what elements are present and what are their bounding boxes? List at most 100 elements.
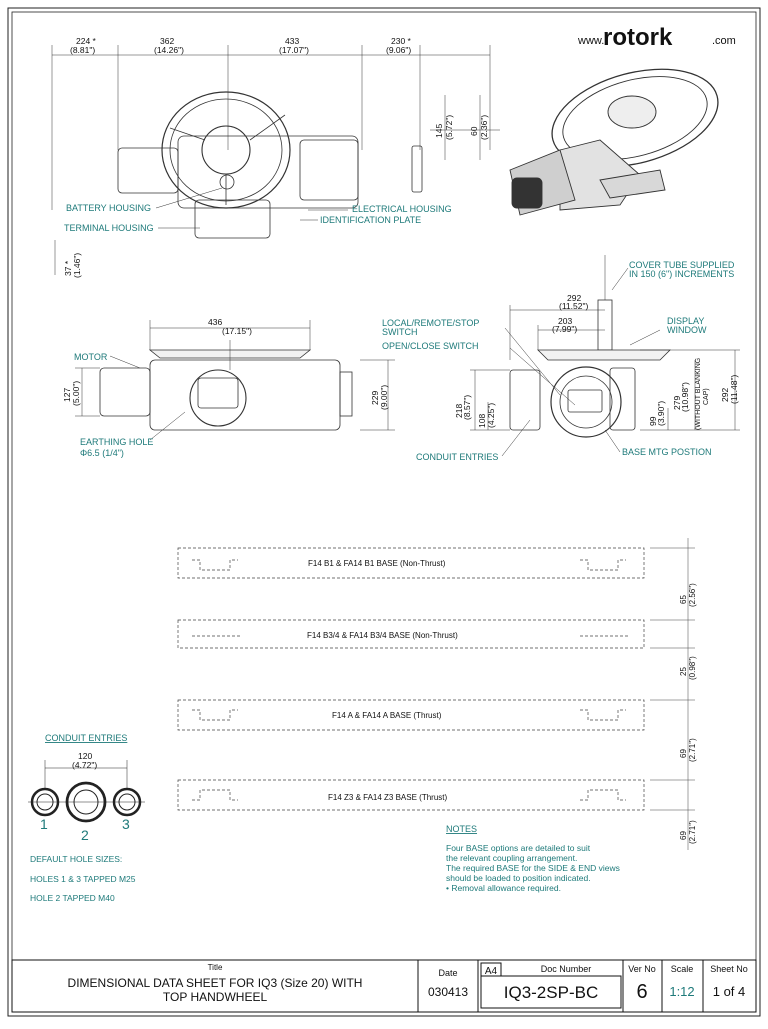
dim-292: 292 xyxy=(567,293,581,303)
sheet-label: Sheet No xyxy=(710,964,748,974)
logo-suffix: .com xyxy=(712,35,736,47)
dim-292-end: 292 xyxy=(720,388,730,402)
label-base-mtg: BASE MTG POSTION xyxy=(622,447,712,457)
base-dim-69b: 69 xyxy=(679,831,688,840)
date-label: Date xyxy=(438,968,457,978)
logo-prefix: www. xyxy=(577,35,604,47)
doc-number-label: Doc Number xyxy=(541,964,592,974)
base-label-4: F14 Z3 & FA14 Z3 BASE (Thrust) xyxy=(328,793,447,802)
default-sizes-label: DEFAULT HOLE SIZES: xyxy=(30,854,122,864)
dim-127: 127 xyxy=(62,388,72,402)
conduit-title: CONDUIT ENTRIES xyxy=(45,733,127,743)
conduit-detail xyxy=(28,760,145,823)
dim-230: 230 * xyxy=(391,36,412,46)
end-view xyxy=(470,255,740,457)
dim-362-in: (14.26") xyxy=(154,45,184,55)
dim-108-in: (4.25") xyxy=(486,403,496,428)
scale-label: Scale xyxy=(671,964,694,974)
label-display-1: DISPLAY xyxy=(667,316,704,326)
note-line-1: Four BASE options are detailed to suit xyxy=(446,843,591,853)
label-earthing-size: Φ6.5 (1/4") xyxy=(80,448,124,458)
base-dim-69b-in: (2.71") xyxy=(688,820,697,844)
label-electrical-housing: ELECTRICAL HOUSING xyxy=(352,204,452,214)
dim-292-in: (11.52") xyxy=(559,301,588,311)
paper-size: A4 xyxy=(485,966,498,977)
note-cap: CAP) xyxy=(703,388,710,405)
dim-203-in: (7.99") xyxy=(552,324,577,334)
base-dim-65-in: (2.56") xyxy=(688,583,697,607)
doc-number: IQ3-2SP-BC xyxy=(504,983,598,1002)
version-label: Ver No xyxy=(628,964,656,974)
title-line-1: DIMENSIONAL DATA SHEET FOR IQ3 (Size 20)… xyxy=(68,976,363,990)
outer-frame xyxy=(7,7,761,1017)
title-line-2: TOP HANDWHEEL xyxy=(163,990,268,1004)
isometric-view xyxy=(509,68,719,216)
base-label-2: F14 B3/4 & FA14 B3/4 BASE (Non-Thrust) xyxy=(307,631,458,640)
dim-433-in: (17.07") xyxy=(279,45,309,55)
dim-230-in: (9.06") xyxy=(386,45,411,55)
date-value: 030413 xyxy=(428,985,468,999)
label-conduit-entries: CONDUIT ENTRIES xyxy=(416,452,498,462)
dim-229-in: (9.00") xyxy=(379,385,389,410)
note-without-blanking: (WITHOUT BLANKING xyxy=(695,358,702,430)
dim-145: 145 xyxy=(434,124,444,138)
dim-292-end-in: (11.48") xyxy=(729,375,739,404)
dim-108: 108 xyxy=(477,414,487,428)
dim-362: 362 xyxy=(160,36,174,46)
label-open-close: OPEN/CLOSE SWITCH xyxy=(382,341,479,351)
dim-279: 279 xyxy=(672,396,682,410)
conduit-dim: 120 xyxy=(78,751,92,761)
side-view xyxy=(75,320,395,441)
dim-436-in: (17.15") xyxy=(222,326,252,336)
dim-224-in: (8.81") xyxy=(70,45,95,55)
rotork-logo: www. rotork .com xyxy=(577,24,736,51)
base-label-1: F14 B1 & FA14 B1 BASE (Non-Thrust) xyxy=(308,559,446,568)
holes-1-3-label: HOLES 1 & 3 TAPPED M25 xyxy=(30,874,136,884)
conduit-number-3: 3 xyxy=(122,816,130,832)
label-cover-tube-1: COVER TUBE SUPPLIED xyxy=(629,260,735,270)
logo-brand: rotork xyxy=(603,24,673,51)
dim-218-in: (8.57") xyxy=(462,395,472,420)
label-terminal-housing: TERMINAL HOUSING xyxy=(64,223,154,233)
base-dim-25-in: (0.98") xyxy=(688,656,697,680)
label-earthing-hole: EARTHING HOLE xyxy=(80,437,153,447)
dim-436: 436 xyxy=(208,317,222,327)
conduit-number-2: 2 xyxy=(81,827,89,843)
version-value: 6 xyxy=(636,981,647,1003)
note-line-5: • Removal allowance required. xyxy=(446,883,561,893)
scale-value: 1:12 xyxy=(669,984,694,999)
base-dim-69a: 69 xyxy=(679,749,688,758)
dim-37-in: (1.46") xyxy=(72,253,82,278)
title-block xyxy=(11,959,757,1013)
base-dim-69a-in: (2.71") xyxy=(688,738,697,762)
dim-60-in: (2.36") xyxy=(479,115,489,140)
note-line-4: should be loaded to position indicated. xyxy=(446,873,591,883)
dim-224: 224 * xyxy=(76,36,97,46)
label-battery-housing: BATTERY HOUSING xyxy=(66,203,151,213)
base-label-3: F14 A & FA14 A BASE (Thrust) xyxy=(332,711,442,720)
note-line-2: the relevant coupling arrangement. xyxy=(446,853,577,863)
base-dim-25: 25 xyxy=(679,667,688,676)
dim-229: 229 xyxy=(370,391,380,405)
label-local-remote-1: LOCAL/REMOTE/STOP xyxy=(382,318,479,328)
dim-37: 37 * xyxy=(63,260,73,276)
conduit-number-1: 1 xyxy=(40,816,48,832)
dim-99: 99 xyxy=(648,416,658,426)
label-identification-plate: IDENTIFICATION PLATE xyxy=(320,215,421,225)
dim-60: 60 xyxy=(469,126,479,136)
base-options xyxy=(177,538,695,850)
top-view xyxy=(51,45,500,275)
notes-title: NOTES xyxy=(446,824,477,834)
note-line-3: The required BASE for the SIDE & END vie… xyxy=(446,863,620,873)
dim-279-in: (10.98") xyxy=(680,382,690,412)
notes: NOTES Four BASE options are detailed to … xyxy=(446,824,620,893)
conduit-dim-in: (4.72") xyxy=(72,760,97,770)
dim-127-in: (5.00") xyxy=(71,381,81,406)
base-dim-65: 65 xyxy=(679,595,688,604)
hole-2-label: HOLE 2 TAPPED M40 xyxy=(30,893,115,903)
dim-218: 218 xyxy=(454,404,464,418)
dim-433: 433 xyxy=(285,36,299,46)
label-cover-tube-2: IN 150 (6") INCREMENTS xyxy=(629,269,734,279)
